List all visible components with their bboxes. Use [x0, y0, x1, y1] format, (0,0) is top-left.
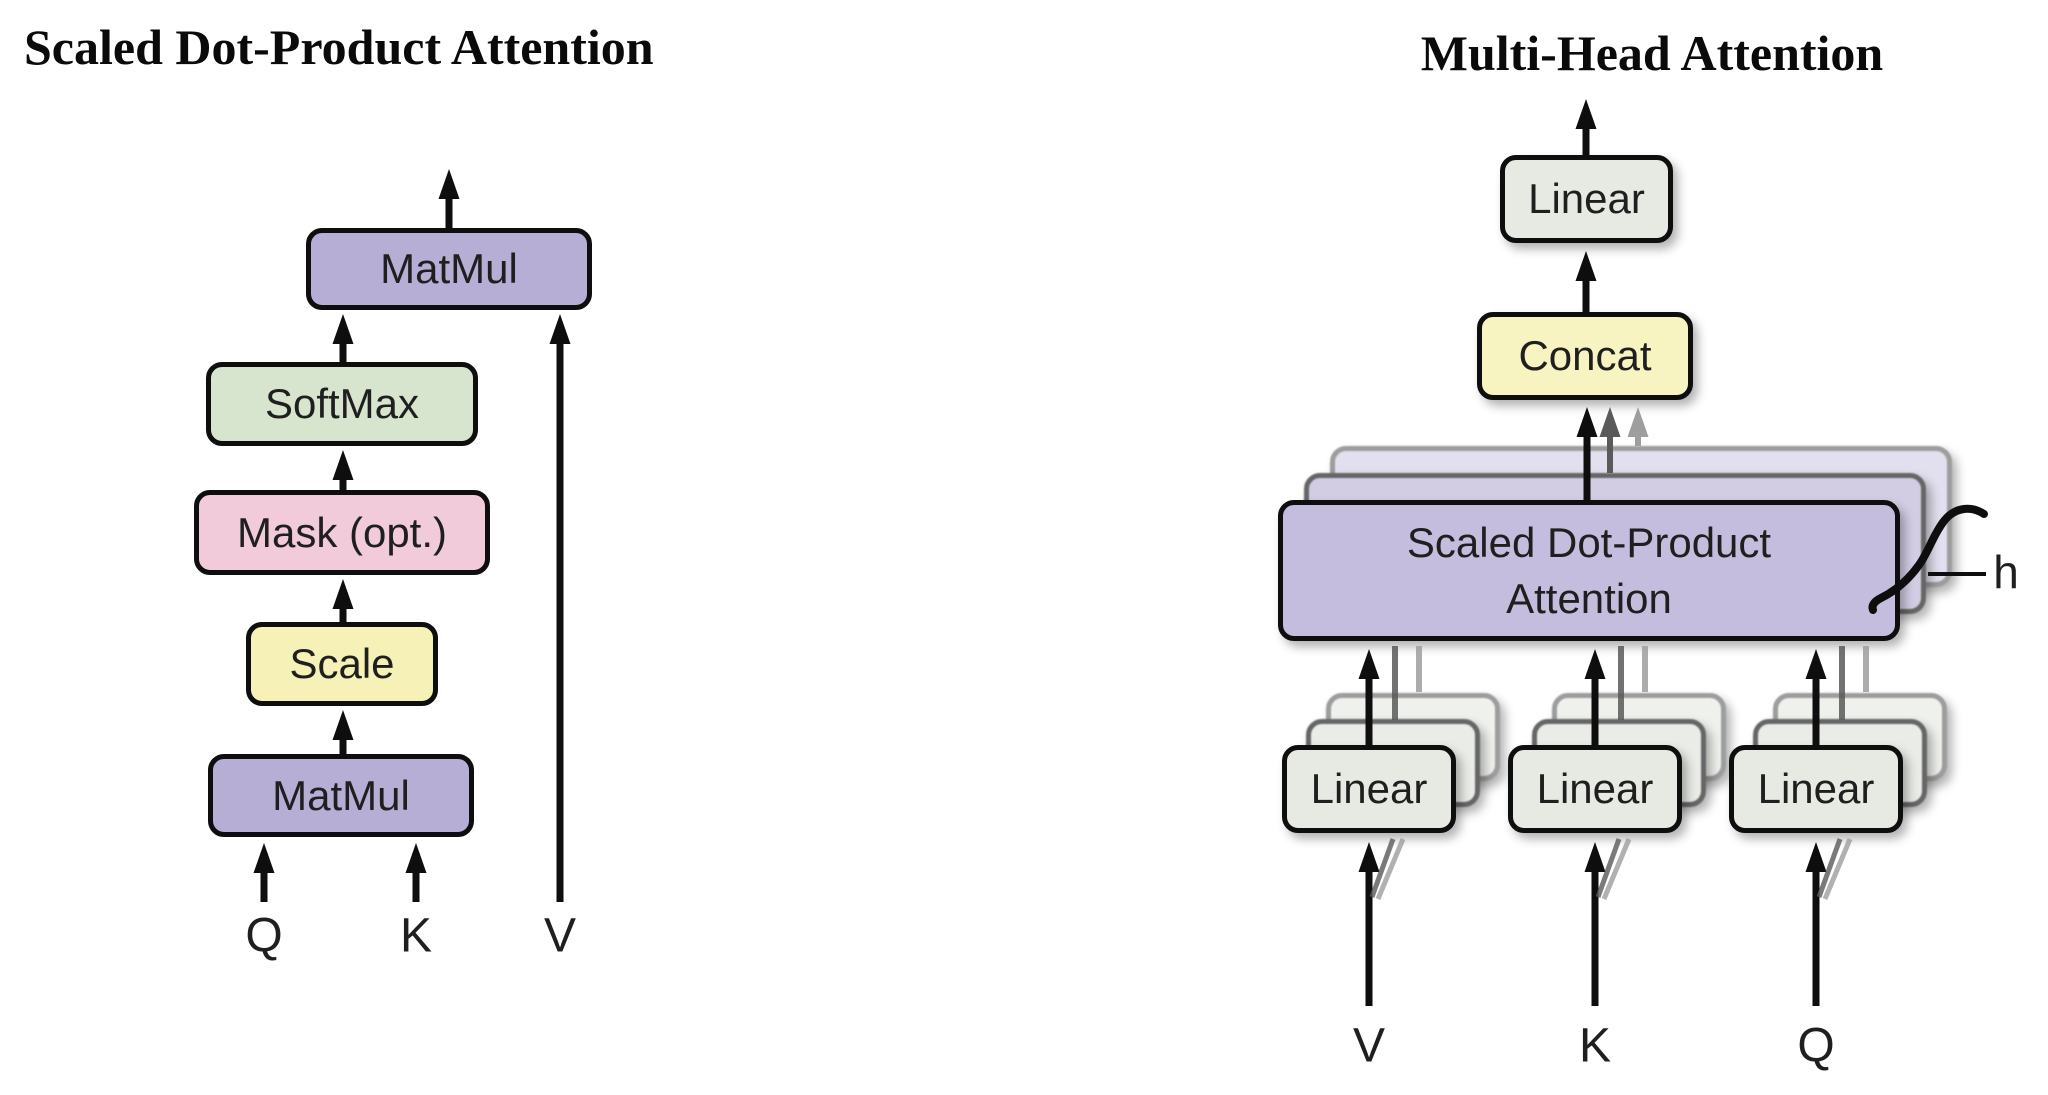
v-input-ghost-diag-mid — [1369, 838, 1396, 898]
q-input-label-left: Q — [245, 909, 283, 963]
sdpa-box: Scaled Dot-Product Attention — [1278, 500, 1900, 641]
matmul-top-box: MatMul — [306, 228, 592, 310]
k-input-ghost-diag-back — [1601, 838, 1632, 900]
mask-box: Mask (opt.) — [194, 490, 490, 575]
q-input-ghost-diag-back — [1822, 838, 1853, 900]
concat-box: Concat — [1477, 312, 1693, 400]
scale-box: Scale — [246, 622, 438, 706]
right-diagram-title: Multi-Head Attention — [1420, 25, 1884, 81]
linear-q-box: Linear — [1729, 745, 1903, 833]
left-diagram-title: Scaled Dot-Product Attention — [24, 19, 654, 75]
k-input-label-left: K — [399, 909, 433, 963]
sdpa-box-line1: Scaled Dot-Product — [1406, 519, 1772, 567]
matmul-bottom-box: MatMul — [208, 754, 474, 837]
v-input-label-right: V — [1352, 1019, 1386, 1073]
linear-v-box: Linear — [1282, 745, 1456, 833]
sdpa-box-line2: Attention — [1506, 574, 1672, 622]
heads-count-label: h — [1993, 546, 2019, 598]
q-input-ghost-diag-mid — [1816, 838, 1843, 898]
k-input-label-right: K — [1578, 1019, 1612, 1073]
q-input-label-right: Q — [1797, 1019, 1835, 1073]
v-input-ghost-diag-back — [1375, 838, 1406, 900]
linear-k-box: Linear — [1508, 745, 1682, 833]
v-input-label-left: V — [543, 909, 577, 963]
linear-output-box: Linear — [1500, 155, 1673, 243]
softmax-box: SoftMax — [206, 362, 478, 446]
k-input-ghost-diag-mid — [1595, 838, 1622, 898]
